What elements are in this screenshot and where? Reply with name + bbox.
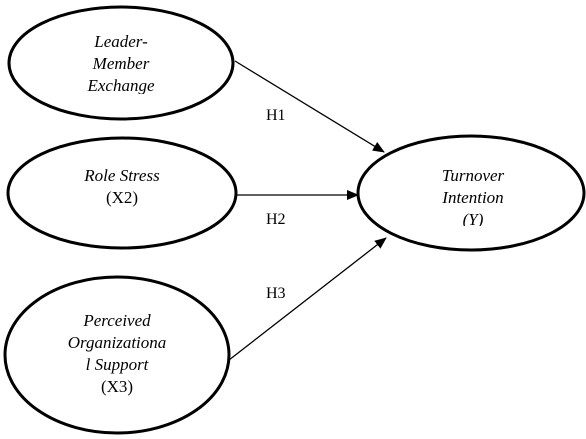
h1-arrow: [234, 60, 385, 153]
h3-label: H3: [266, 285, 286, 302]
pos-line2: Organizationa: [67, 333, 167, 352]
turnover-line2: Intention: [442, 188, 504, 207]
h1-label: H1: [266, 107, 286, 124]
lmx-line3: Exchange: [87, 76, 155, 94]
role-stress-label: Role Stress (X2): [52, 165, 192, 213]
pos-label: Perceived Organizationa l Support (X3): [47, 310, 187, 402]
lmx-ellipse: [7, 5, 235, 121]
role-stress-ellipse: [6, 136, 238, 250]
lmx-line2: Member: [92, 54, 150, 73]
role-stress-line1: Role Stress: [84, 166, 160, 185]
lmx-label: Leader- Member Exchange: [60, 31, 182, 94]
h2-label: H2: [266, 211, 286, 228]
lmx-line1: Leader-: [94, 32, 148, 51]
pos-code: (X3): [100, 377, 134, 396]
pos-line3: l Support: [85, 355, 149, 374]
turnover-line1: Turnover: [441, 166, 505, 185]
role-stress-code: (X2): [105, 188, 139, 207]
turnover-label: Turnover Intention (Y): [403, 165, 543, 226]
pos-ellipse: [3, 275, 231, 435]
turnover-code: (Y): [462, 210, 484, 226]
h3-arrow: [228, 237, 387, 361]
pos-line1: Perceived: [83, 311, 151, 330]
